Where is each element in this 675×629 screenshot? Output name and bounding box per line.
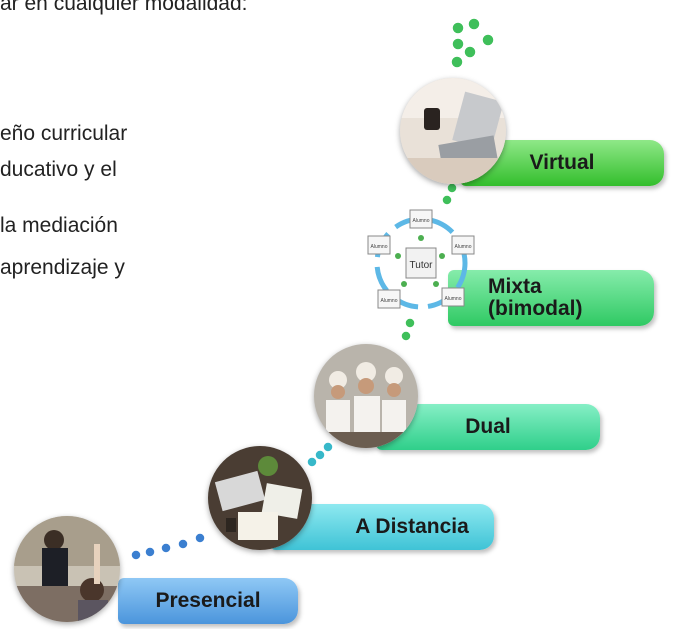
kitchen-photo [314, 344, 418, 448]
connector-dot [130, 549, 142, 561]
tutor-cycle-diagram: Tutor Alumno Alumno Alumno Alumno Alumno [367, 209, 475, 310]
laptop-photo [400, 78, 506, 184]
step-label-virtual: Virtual [529, 151, 595, 174]
connector-dot [441, 194, 453, 206]
intro-text-line-4: la mediación [0, 214, 118, 237]
connector-dot [177, 538, 189, 550]
intro-text-line-3: ducativo y el [0, 158, 117, 181]
connector-dot [451, 21, 465, 35]
step-label-mixta: Mixta (bimodal) [488, 275, 583, 320]
classroom-photo [14, 516, 120, 622]
cycle-node-1: Alumno [413, 218, 430, 224]
cycle-node-4: Alumno [381, 298, 398, 304]
connector-dot [160, 542, 172, 554]
desk-photo [208, 446, 312, 550]
connector-dot [144, 546, 156, 558]
connector-dot [322, 441, 334, 453]
connector-dot [400, 330, 412, 342]
connector-dot [314, 449, 326, 461]
connector-dot [194, 532, 206, 544]
cycle-node-3: Alumno [445, 296, 462, 302]
tutor-label: Tutor [410, 260, 434, 271]
step-label-presencial: Presencial [155, 589, 261, 612]
connector-dot [450, 55, 464, 69]
step-mixta[interactable]: Mixta (bimodal) [448, 270, 654, 326]
step-label-a-distancia: A Distancia [355, 515, 469, 538]
cycle-node-5: Alumno [371, 244, 388, 250]
connector-dot [446, 182, 458, 194]
connector-dot [463, 45, 477, 59]
connector-dot [481, 33, 495, 47]
connector-dot [467, 17, 481, 31]
step-presencial[interactable]: Presencial [118, 578, 298, 624]
intro-text-line-2: eño curricular [0, 122, 128, 145]
cycle-node-2: Alumno [455, 244, 472, 250]
step-a-distancia[interactable]: A Distancia [270, 504, 494, 550]
step-label-dual: Dual [465, 415, 511, 438]
intro-text-line-5: aprendizaje y [0, 256, 125, 279]
connector-dot [451, 37, 465, 51]
connector-dot [306, 456, 318, 468]
intro-text-line-1: ar en cualquier modalidad: [0, 0, 248, 15]
connector-dot [404, 317, 416, 329]
